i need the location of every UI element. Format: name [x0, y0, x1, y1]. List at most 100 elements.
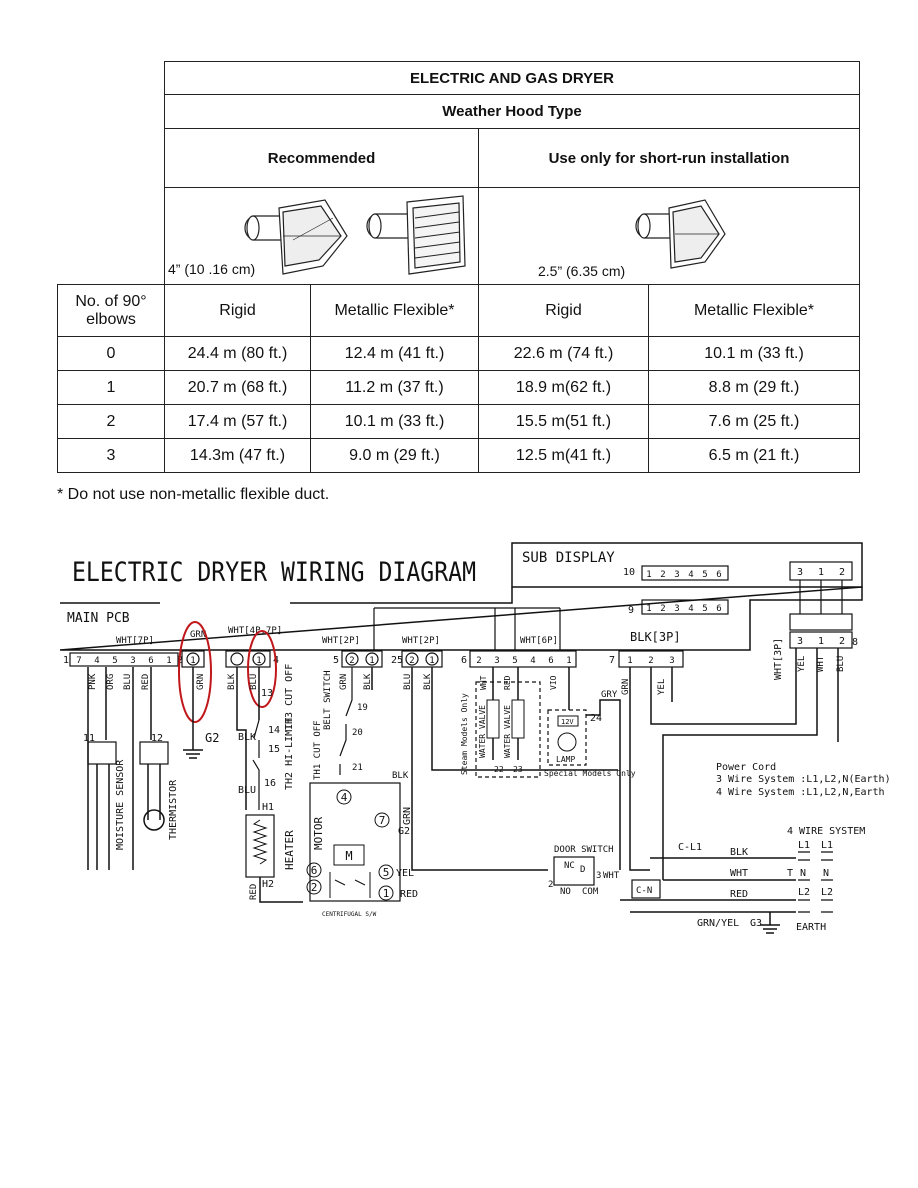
pin-25: 25: [391, 655, 403, 666]
recommended-hood-images: 4” (10 .16 cm): [164, 187, 479, 285]
vio-6: VIO: [549, 675, 558, 690]
blank-cell: [58, 188, 165, 285]
hood-flap-icon: [244, 199, 348, 275]
wire-blk-25: [431, 667, 618, 771]
pin-label: 1: [646, 604, 651, 614]
rigid-short-cell: 22.6 m (74 ft.): [478, 336, 649, 371]
pin-label: 5: [112, 656, 117, 666]
pin-label: 5: [702, 604, 707, 614]
ds-2: 2: [548, 880, 553, 890]
pin-label: 3: [797, 636, 803, 647]
l1-b: L1: [821, 840, 833, 851]
motor-pin-7: 7: [379, 814, 386, 827]
recommended-header: Recommended: [164, 128, 479, 188]
pin-label: 1: [256, 656, 261, 666]
flex-short-cell: 10.1 m (33 ft.): [648, 336, 860, 371]
lamp-icon: [557, 732, 577, 752]
short-run-header: Use only for short-run installation: [478, 128, 860, 188]
pin-label: 5: [512, 656, 517, 666]
label-15: 15: [268, 744, 280, 755]
col-header-elbows: No. of 90° elbows: [57, 284, 165, 337]
pin-label: 3: [674, 604, 679, 614]
table-subtitle: Weather Hood Type: [164, 94, 860, 129]
label-blk-mid: BLK: [392, 771, 409, 781]
relay-lines: [373, 607, 561, 650]
table-row: 2 17.4 m (57 ft.) 10.1 m (33 ft.) 15.5 m…: [57, 404, 860, 439]
wire-blu-25: [411, 667, 548, 871]
conn-wht4p: WHT[4P,7P]: [228, 626, 282, 636]
wire4-label: 4 Wire System :L1,L2,N,Earth: [716, 787, 885, 798]
terminal-blk3p: 1 2 3: [618, 650, 684, 668]
rigid-cell: 24.4 m (80 ft.): [164, 336, 311, 371]
terminal-wht3p-pcb: 3 1 2: [789, 613, 853, 649]
wire-heater-red: [259, 877, 303, 903]
pin-5: 5: [333, 655, 339, 666]
red-cord: RED: [730, 889, 748, 900]
wire-label-blu: BLU: [249, 674, 259, 690]
flex-cell: 11.2 m (37 ft.): [310, 370, 479, 405]
flex-short-cell: 6.5 m (21 ft.): [648, 438, 860, 473]
label-13: 13: [261, 688, 273, 699]
ground-g3: [760, 912, 780, 934]
col-header-rigid: Rigid: [164, 284, 311, 337]
blank-cell: [58, 95, 165, 129]
l2-a: L2: [798, 887, 810, 898]
pin-12: 12: [151, 733, 163, 744]
table-title: ELECTRIC AND GAS DRYER: [164, 61, 860, 95]
flex-cell: 12.4 m (41 ft.): [310, 336, 479, 371]
wire-grn-7: [629, 667, 650, 871]
wv1-label: WATER VALVE: [478, 705, 487, 758]
pin-label: 1: [369, 656, 374, 666]
centrifugal-label: CENTRIFUGAL S/W: [322, 911, 377, 918]
lamp-12v: 12V: [561, 718, 574, 726]
moisture-sensor-lines: [96, 764, 110, 870]
pin-label: 2: [648, 656, 653, 666]
thermistor-lines: [147, 764, 161, 820]
pin-label: 1: [166, 656, 171, 666]
th1-label: TH1 CUT OFF: [313, 720, 323, 780]
conn-wht6p: WHT[6P]: [520, 636, 558, 646]
ds-no: NO: [560, 887, 571, 897]
pin-label: 3: [669, 656, 674, 666]
elbows-cell: 1: [57, 370, 165, 405]
red-6: RED: [503, 675, 512, 690]
elbows-cell: 2: [57, 404, 165, 439]
wire-label-pnk: PNK: [88, 673, 98, 690]
rigid-short-cell: 15.5 m(51 ft.): [478, 404, 649, 439]
grnyel-cord: GRN/YEL: [697, 918, 739, 929]
rigid-cell: 14.3m (47 ft.): [164, 438, 311, 473]
pin-label: 1: [818, 636, 824, 647]
blank-cell: [58, 129, 165, 188]
recommended-hoods-illustration: [244, 195, 466, 275]
hood-louver-icon: [366, 195, 466, 275]
pin-label: 3: [674, 570, 679, 580]
sub-display-label: SUB DISPLAY: [522, 550, 615, 566]
col-header-flex: Metallic Flexible*: [310, 284, 479, 337]
cord-stubs: [798, 851, 833, 913]
label-blk-5: BLK: [363, 673, 373, 690]
label-24: 24: [590, 713, 602, 724]
terminal-wht2p-a: 2 1: [341, 650, 383, 668]
earth-label: EARTH: [796, 922, 826, 933]
blank-cell: [58, 62, 165, 95]
motor-label: MOTOR: [312, 817, 325, 850]
main-pcb-label: MAIN PCB: [67, 611, 130, 626]
terminal-sub-display-9: 1 2 3 4 5 6: [641, 599, 729, 615]
vent-length-table: ELECTRIC AND GAS DRYER Weather Hood Type…: [57, 61, 860, 473]
heater-label: HEATER: [283, 830, 296, 870]
rigid-cell: 20.7 m (68 ft.): [164, 370, 311, 405]
motor-pin-6: 6: [311, 864, 318, 877]
motor-pin-5: 5: [383, 866, 390, 879]
l1-a: L1: [798, 840, 810, 851]
label-h1: H1: [262, 802, 274, 813]
wht-6: WHT: [479, 675, 488, 690]
table-row: 3 14.3m (47 ft.) 9.0 m (29 ft.) 12.5 m(4…: [57, 438, 860, 473]
label-14: 14: [268, 725, 280, 736]
footnote: * Do not use non-metallic flexible duct.: [57, 486, 330, 503]
n-a: N: [800, 868, 806, 879]
pin-label: 6: [716, 570, 721, 580]
ds-com: COM: [582, 887, 599, 897]
wire-label-blk: BLK: [227, 673, 237, 690]
terminal-grn: 1: [181, 650, 205, 668]
red-motor: RED: [400, 889, 418, 900]
